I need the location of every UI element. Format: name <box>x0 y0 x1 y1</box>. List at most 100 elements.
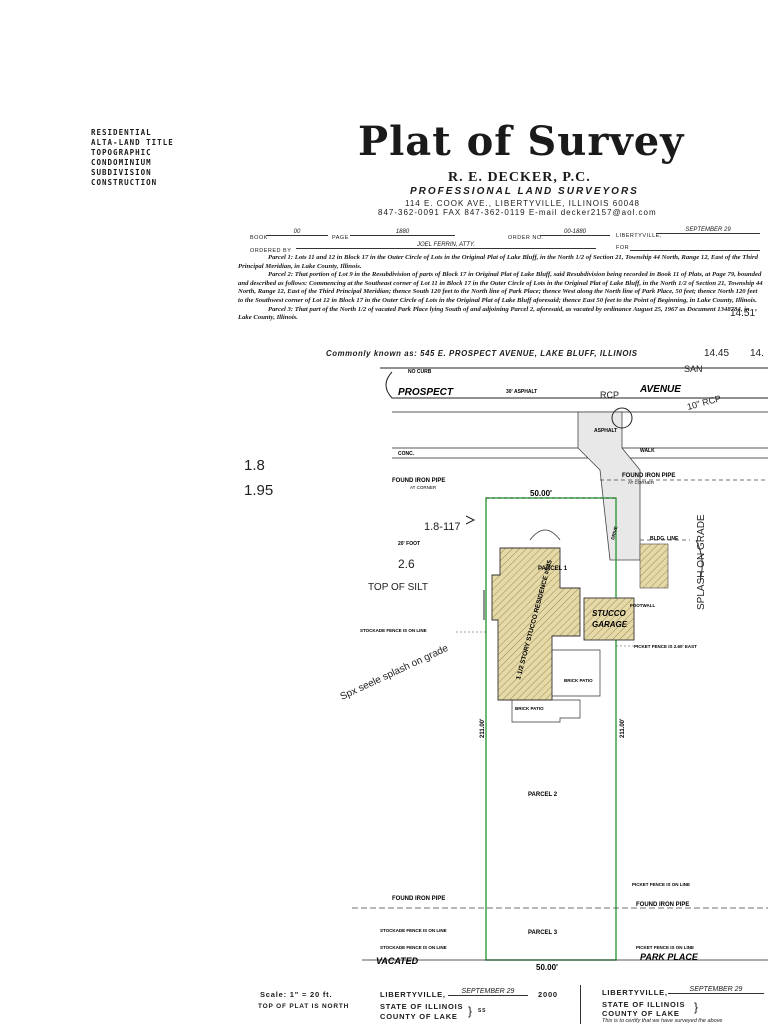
scale-text: Scale: 1" = 20 ft. <box>260 990 333 999</box>
handwritten-note: 1.8-117 <box>424 521 461 533</box>
footer-divider <box>580 985 581 1024</box>
street-width-label: 30' ASPHALT <box>506 389 537 395</box>
for-label: FOR <box>616 245 630 251</box>
fence-note: STOCKADE FENCE IS ON LINE <box>360 628 427 633</box>
found-pipe-label: FOUND IRON PIPE <box>636 902 689 908</box>
book-label: BOOK <box>250 235 268 241</box>
footer-city-2: LIBERTYVILLE, <box>602 988 668 997</box>
at-corner-label: AT CORNER <box>410 485 437 490</box>
service-item: ALTA-LAND TITLE <box>91 138 174 147</box>
service-item: CONSTRUCTION <box>91 178 158 187</box>
footer-date-2: SEPTEMBER 29 <box>668 986 764 994</box>
no-curb-label: NO CURB <box>408 369 432 375</box>
handwritten-note: Spx seele splash on grade <box>339 643 451 703</box>
north-text: TOP OF PLAT IS NORTH <box>258 1003 350 1010</box>
footer-ss: SS <box>478 1008 487 1014</box>
manhole-circle <box>611 407 633 429</box>
bottom-dimension: 50.00' <box>536 963 558 972</box>
fence-note: STOCKADE FENCE IS ON LINE <box>380 928 447 933</box>
right-dimension: 211.00' <box>620 718 626 738</box>
front-porch-arc <box>529 529 561 541</box>
city-label: LIBERTYVILLE, <box>616 233 662 239</box>
book-value: 00 <box>266 229 328 236</box>
street-curb-line <box>385 371 768 399</box>
parcel-3-label: PARCEL 3 <box>528 930 558 936</box>
patio-label: BRICK PATIO <box>564 678 593 683</box>
for-line <box>630 250 760 251</box>
handwritten-note: SAN <box>684 364 703 374</box>
parcel-1-label: PARCEL 1 <box>538 566 568 572</box>
found-pipe-label: FOUND IRON PIPE <box>392 896 445 902</box>
fence-note: PICKET FENCE IS 2.60' EAST <box>634 644 697 649</box>
brace-icon: } <box>694 1000 699 1014</box>
street-name-right: AVENUE <box>639 384 681 395</box>
neighbor-building <box>639 543 669 589</box>
legal-parcel-3: Parcel 3: That part of the North 1/2 of … <box>238 305 750 322</box>
handwritten-note: 14.45 <box>704 348 729 359</box>
left-dimension: 211.00' <box>480 718 486 738</box>
footer-county-2: COUNTY OF LAKE <box>602 1009 680 1018</box>
document-title: Plat of Survey <box>358 118 685 165</box>
firm-contact: 847-362-0091 FAX 847-362-0119 E-mail dec… <box>378 208 657 217</box>
footer-state: STATE OF ILLINOIS <box>380 1002 464 1011</box>
handwritten-note: 2.6 <box>398 557 415 571</box>
vacated-label: VACATED <box>376 956 419 966</box>
legal-parcel-1: Parcel 1: Lots 11 and 12 in Block 17 in … <box>238 254 758 270</box>
parcel-2-label: PARCEL 2 <box>528 792 558 798</box>
footer-year: 2000 <box>538 990 558 999</box>
page-value: 1880 <box>350 229 455 236</box>
handwritten-note: 1.95 <box>244 482 273 499</box>
patio-label: BRICK PATIO <box>515 706 544 711</box>
drive-label: DRIVE <box>610 526 618 541</box>
foot-label: 20' FOOT <box>398 541 420 547</box>
firm-address: 114 E. COOK AVE., LIBERTYVILLE, ILLINOIS… <box>405 199 640 208</box>
commonly-known-as: Commonly known as: 545 E. PROSPECT AVENU… <box>326 349 638 358</box>
footwall-label: FOOTWALL <box>630 603 655 608</box>
legal-parcel-2: Parcel 2: That portion of Lot 9 in the R… <box>238 271 763 304</box>
handwritten-note: 10" RCP <box>686 393 722 412</box>
order-label: ORDER NO. <box>508 235 544 241</box>
footer-date: SEPTEMBER 29 <box>448 988 528 996</box>
ordered-value: JOEL FERRIN, ATTY. <box>296 242 596 249</box>
service-item: RESIDENTIAL <box>91 128 152 137</box>
services-list: RESIDENTIAL ALTA-LAND TITLE TOPOGRAPHIC … <box>91 128 174 188</box>
street-name-left: PROSPECT <box>398 387 454 398</box>
page-label: PAGE <box>332 235 349 241</box>
garage-label-1: STUCCO <box>592 609 627 618</box>
certification-text: This is to certify that we have surveyed… <box>602 1018 723 1024</box>
footer-county: COUNTY OF LAKE <box>380 1012 458 1021</box>
driveway <box>577 411 641 561</box>
handwritten-note: SPLASH ON GRADE <box>696 514 707 610</box>
handwritten-note: 14.51' <box>730 308 757 319</box>
handwritten-note: 14. <box>750 348 764 359</box>
legal-description: Parcel 1: Lots 11 and 12 in Block 17 in … <box>238 254 764 323</box>
at-corner-label: AT CORNER <box>628 480 655 485</box>
service-item: TOPOGRAPHIC <box>91 148 152 157</box>
footer-city: LIBERTYVILLE, <box>380 990 446 999</box>
footer-state-2: STATE OF ILLINOIS <box>602 1000 686 1009</box>
found-pipe-label: FOUND IRON PIPE <box>622 473 675 479</box>
service-item: CONDOMINIUM <box>91 158 152 167</box>
park-place-label: PARK PLACE <box>640 952 699 962</box>
brace-icon: } <box>468 1004 473 1018</box>
ordered-label: ORDERED BY <box>250 248 292 254</box>
garage-footprint <box>583 597 635 641</box>
brick-patio-outline <box>511 699 581 723</box>
fence-note: PICKET FENCE IS ON LINE <box>636 945 694 950</box>
handwritten-note: TOP OF SILT <box>368 582 428 593</box>
found-pipe-label: FOUND IRON PIPE <box>392 478 445 484</box>
garage-label-2: GARAGE <box>592 620 628 629</box>
date-value: SEPTEMBER 29 <box>656 227 760 234</box>
handwritten-note: 1.8 <box>244 457 265 474</box>
fence-note: STOCKADE FENCE IS ON LINE <box>380 945 447 950</box>
top-dimension: 50.00' <box>530 489 552 498</box>
walk-label: WALK <box>640 448 655 454</box>
handwritten-note: RCP <box>600 390 619 400</box>
fence-note: PICKET FENCE IS ON LINE <box>632 882 690 887</box>
firm-name: R. E. DECKER, P.C. <box>448 170 591 185</box>
brick-patio-outline <box>552 649 601 697</box>
bldg-line-label: BLDG. LINE <box>650 536 679 542</box>
firm-subtitle: PROFESSIONAL LAND SURVEYORS <box>410 186 639 197</box>
asphalt-label: ASPHALT <box>594 428 617 434</box>
